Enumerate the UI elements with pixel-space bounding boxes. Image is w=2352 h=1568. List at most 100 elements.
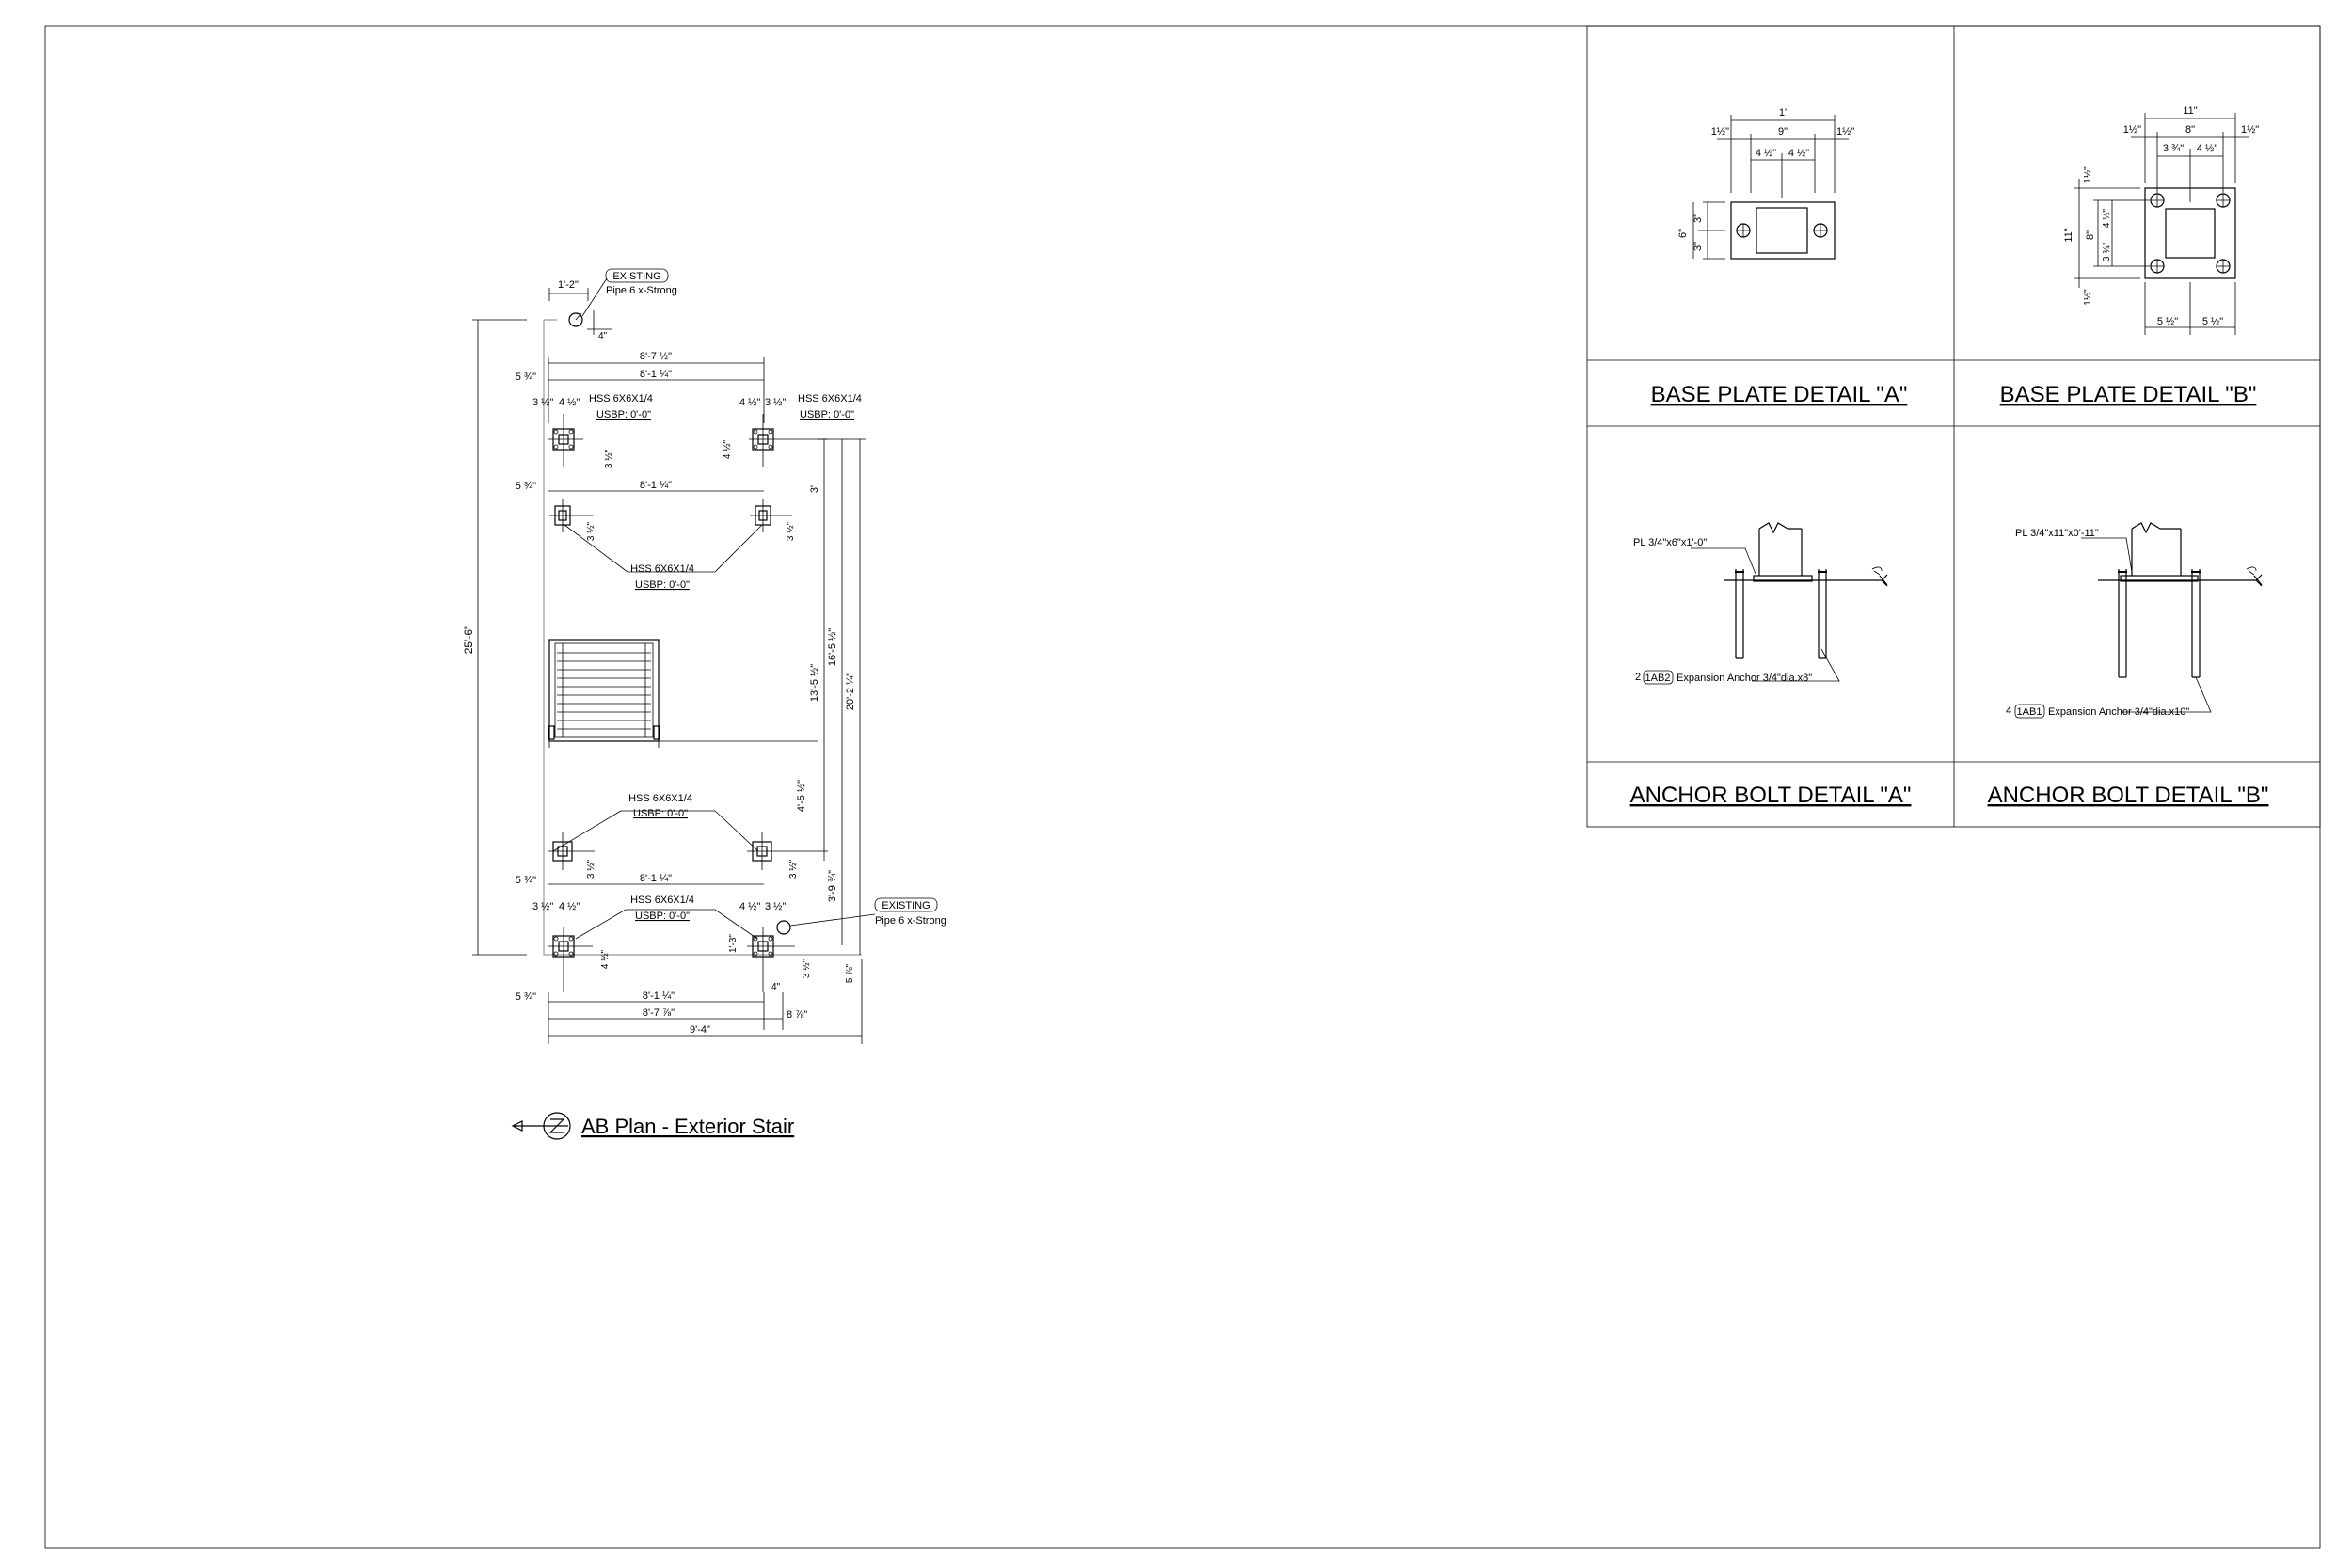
dim-b-edge-left: 1½" [2123,124,2141,135]
usbp-label-tl: USBP: 0'-0" [596,409,651,420]
ground-symbol-icon [2246,566,2257,576]
existing-tag-box-top [605,268,669,283]
slab-outline [543,319,862,956]
existing-tag-box-bottom [874,897,938,912]
leader-hss-low [552,810,759,852]
dim-1-2: 1'-2" [558,279,579,291]
dim-col-vert-ll: 3 ½" [586,859,596,879]
plate-b-label: PL 3/4"x11"x0'-11" [2015,528,2099,539]
hss-section-a [1756,207,1808,254]
plate-a-label: PL 3/4"x6"x1'-0" [1633,537,1707,548]
column-hss-mid-right [750,499,792,532]
dim-b-edge-bottom: 1½" [2083,289,2093,306]
column-hss-top-right [749,414,828,467]
anchor-rods-a [1735,569,1827,659]
dim-col-vert-ml: 3 ½" [586,521,596,541]
anchor-b-tag: 1AB1 [2017,706,2042,718]
anchor-bolt-detail-a: PL 3/4"x6"x1'-0" 2 1AB2 Expansion Anchor… [1630,522,1912,808]
dim-a-edge-right: 1½" [1836,126,1854,137]
dim-13-5: 13'-5 ½" [809,664,820,702]
dim-a-half-left: 4 ½" [1756,148,1776,159]
dim-9-4: 9'-4" [690,1024,710,1036]
column-hss-bottom-left [548,927,593,992]
dim-a-half-right: 4 ½" [1788,148,1809,159]
dim-col-3-half-tr: 3 ½" [765,397,786,408]
hss-label-mid: HSS 6X6X1/4 [630,563,694,575]
base-plate-a-title: BASE PLATE DETAIL "A" [1651,382,1908,407]
dim-col-4-half-tr: 4 ½" [739,397,760,408]
leader-anchor-a [1752,648,1840,682]
dim-col-3-half-br: 3 ½" [765,901,786,912]
anchor-bolt-b-title: ANCHOR BOLT DETAIL "B" [1988,783,2269,808]
dim-a-3-bottom: 3" [1692,242,1704,251]
dim-bottom-8-1: 8'-1 ¼" [643,990,675,1002]
dim-b-5-half-left: 5 ½" [2157,316,2178,327]
dim-b-11-vert: 11" [2063,228,2074,242]
dim-b-4-half-vert: 4 ½" [2102,208,2112,228]
hss-label-tr: HSS 6X6X1/4 [798,393,862,404]
leader-plate-b [2081,537,2133,573]
dim-col-4-half-bl: 4 ½" [559,901,580,912]
dim-3: 3' [809,485,820,493]
column-hss-low-left [548,832,595,870]
existing-pipe-icon [776,920,791,935]
post-b-stub [2131,522,2182,576]
dim-5-3q-top: 5 ¾" [516,372,536,383]
dim-a-6: 6" [1677,229,1689,238]
dim-3-9: 3'-9 ¾" [827,870,838,902]
anchor-bolt-detail-b: PL 3/4"x11"x0'-11" 4 1AB1 Expansion Anch… [1988,522,2269,808]
plan-title: AB Plan - Exterior Stair [581,1115,794,1138]
base-plate-detail-a: 1' 9" 1½" 1½" 4 ½" 4 ½" 6" 3" 3" BASE PL… [1651,107,1908,407]
anchor-a-tag-box [1643,670,1674,685]
leader-hss-bottom [575,909,758,940]
existing-pipe-bottom: Pipe 6 x-Strong [875,915,946,927]
dim-b-8-vert: 8" [2085,230,2096,240]
sheet-border [44,25,2321,1549]
dim-b-5-half-right: 5 ½" [2202,316,2223,327]
dim-b-8: 8" [2185,124,2195,135]
dim-b-3-3q: 3 ¾" [2163,143,2184,154]
dim-b-3-3q-vert: 3 ¾" [2102,242,2112,261]
base-plate-a [1730,201,1836,260]
anchor-a-tag: 1AB2 [1645,673,1671,684]
post-a-stub [1758,522,1803,576]
dim-bottom-8-7-8: 8 ⅞" [787,1009,807,1021]
anchor-bolt-a-title: ANCHOR BOLT DETAIL "A" [1630,783,1912,808]
dim-b-edge-top: 1½" [2083,166,2093,183]
dim-bottom-4: 4" [771,982,781,992]
dim-col-4-half-tl: 4 ½" [559,397,580,408]
hss-section-b [2165,208,2216,259]
dim-col-vert-lr: 3 ½" [788,859,799,879]
base-plate-detail-b: 11" 8" 1½" 1½" 3 ¾" 4 ½" 11" 8" 4 ½" 3 ¾… [2000,105,2260,407]
existing-tag-bottom: EXISTING [882,900,930,911]
dim-b-4-half: 4 ½" [2197,143,2217,154]
dim-5-3q-3: 5 ¾" [516,875,536,886]
column-hss-bottom-right [747,927,795,992]
dim-col-vert-br: 3 ½" [802,958,812,978]
plate-b-section [2120,575,2199,582]
anchor-a-note: Expansion Anchor 3/4"dia.x8" [1677,673,1812,684]
dim-b-edge-right: 1½" [2241,124,2259,135]
dim-col-vert-tl: 3 ½" [604,449,614,468]
leader-existing-bottom [789,913,876,927]
dim-col-3-half-tl: 3 ½" [532,397,553,408]
hss-label-low: HSS 6X6X1/4 [628,793,692,804]
usbp-label-tr: USBP: 0'-0" [800,409,854,420]
plate-a-section [1753,575,1813,582]
column-hss-low-right [747,832,828,870]
dim-8-1-quarter-top: 8'-1 ¼" [640,369,672,380]
dim-8-7-half: 8'-7 ½" [640,351,672,362]
dim-col-3-half-bl: 3 ½" [532,901,553,912]
usbp-label-bottom: USBP: 0'-0" [635,911,690,922]
hss-label-tl: HSS 6X6X1/4 [589,393,653,404]
leader-anchor-b [2121,676,2212,713]
dim-5-3q-bottom: 5 ¾" [516,991,536,1003]
anchor-b-note: Expansion Anchor 3/4"dia.x10" [2048,706,2189,718]
dim-a-9: 9" [1778,126,1788,137]
column-hss-mid-left [549,499,593,532]
ground-symbol-icon [1871,566,1883,576]
usbp-label-low: USBP: 0'-0" [633,808,688,819]
anchor-b-tag-box [2014,704,2045,719]
leader-existing-top [581,277,608,317]
